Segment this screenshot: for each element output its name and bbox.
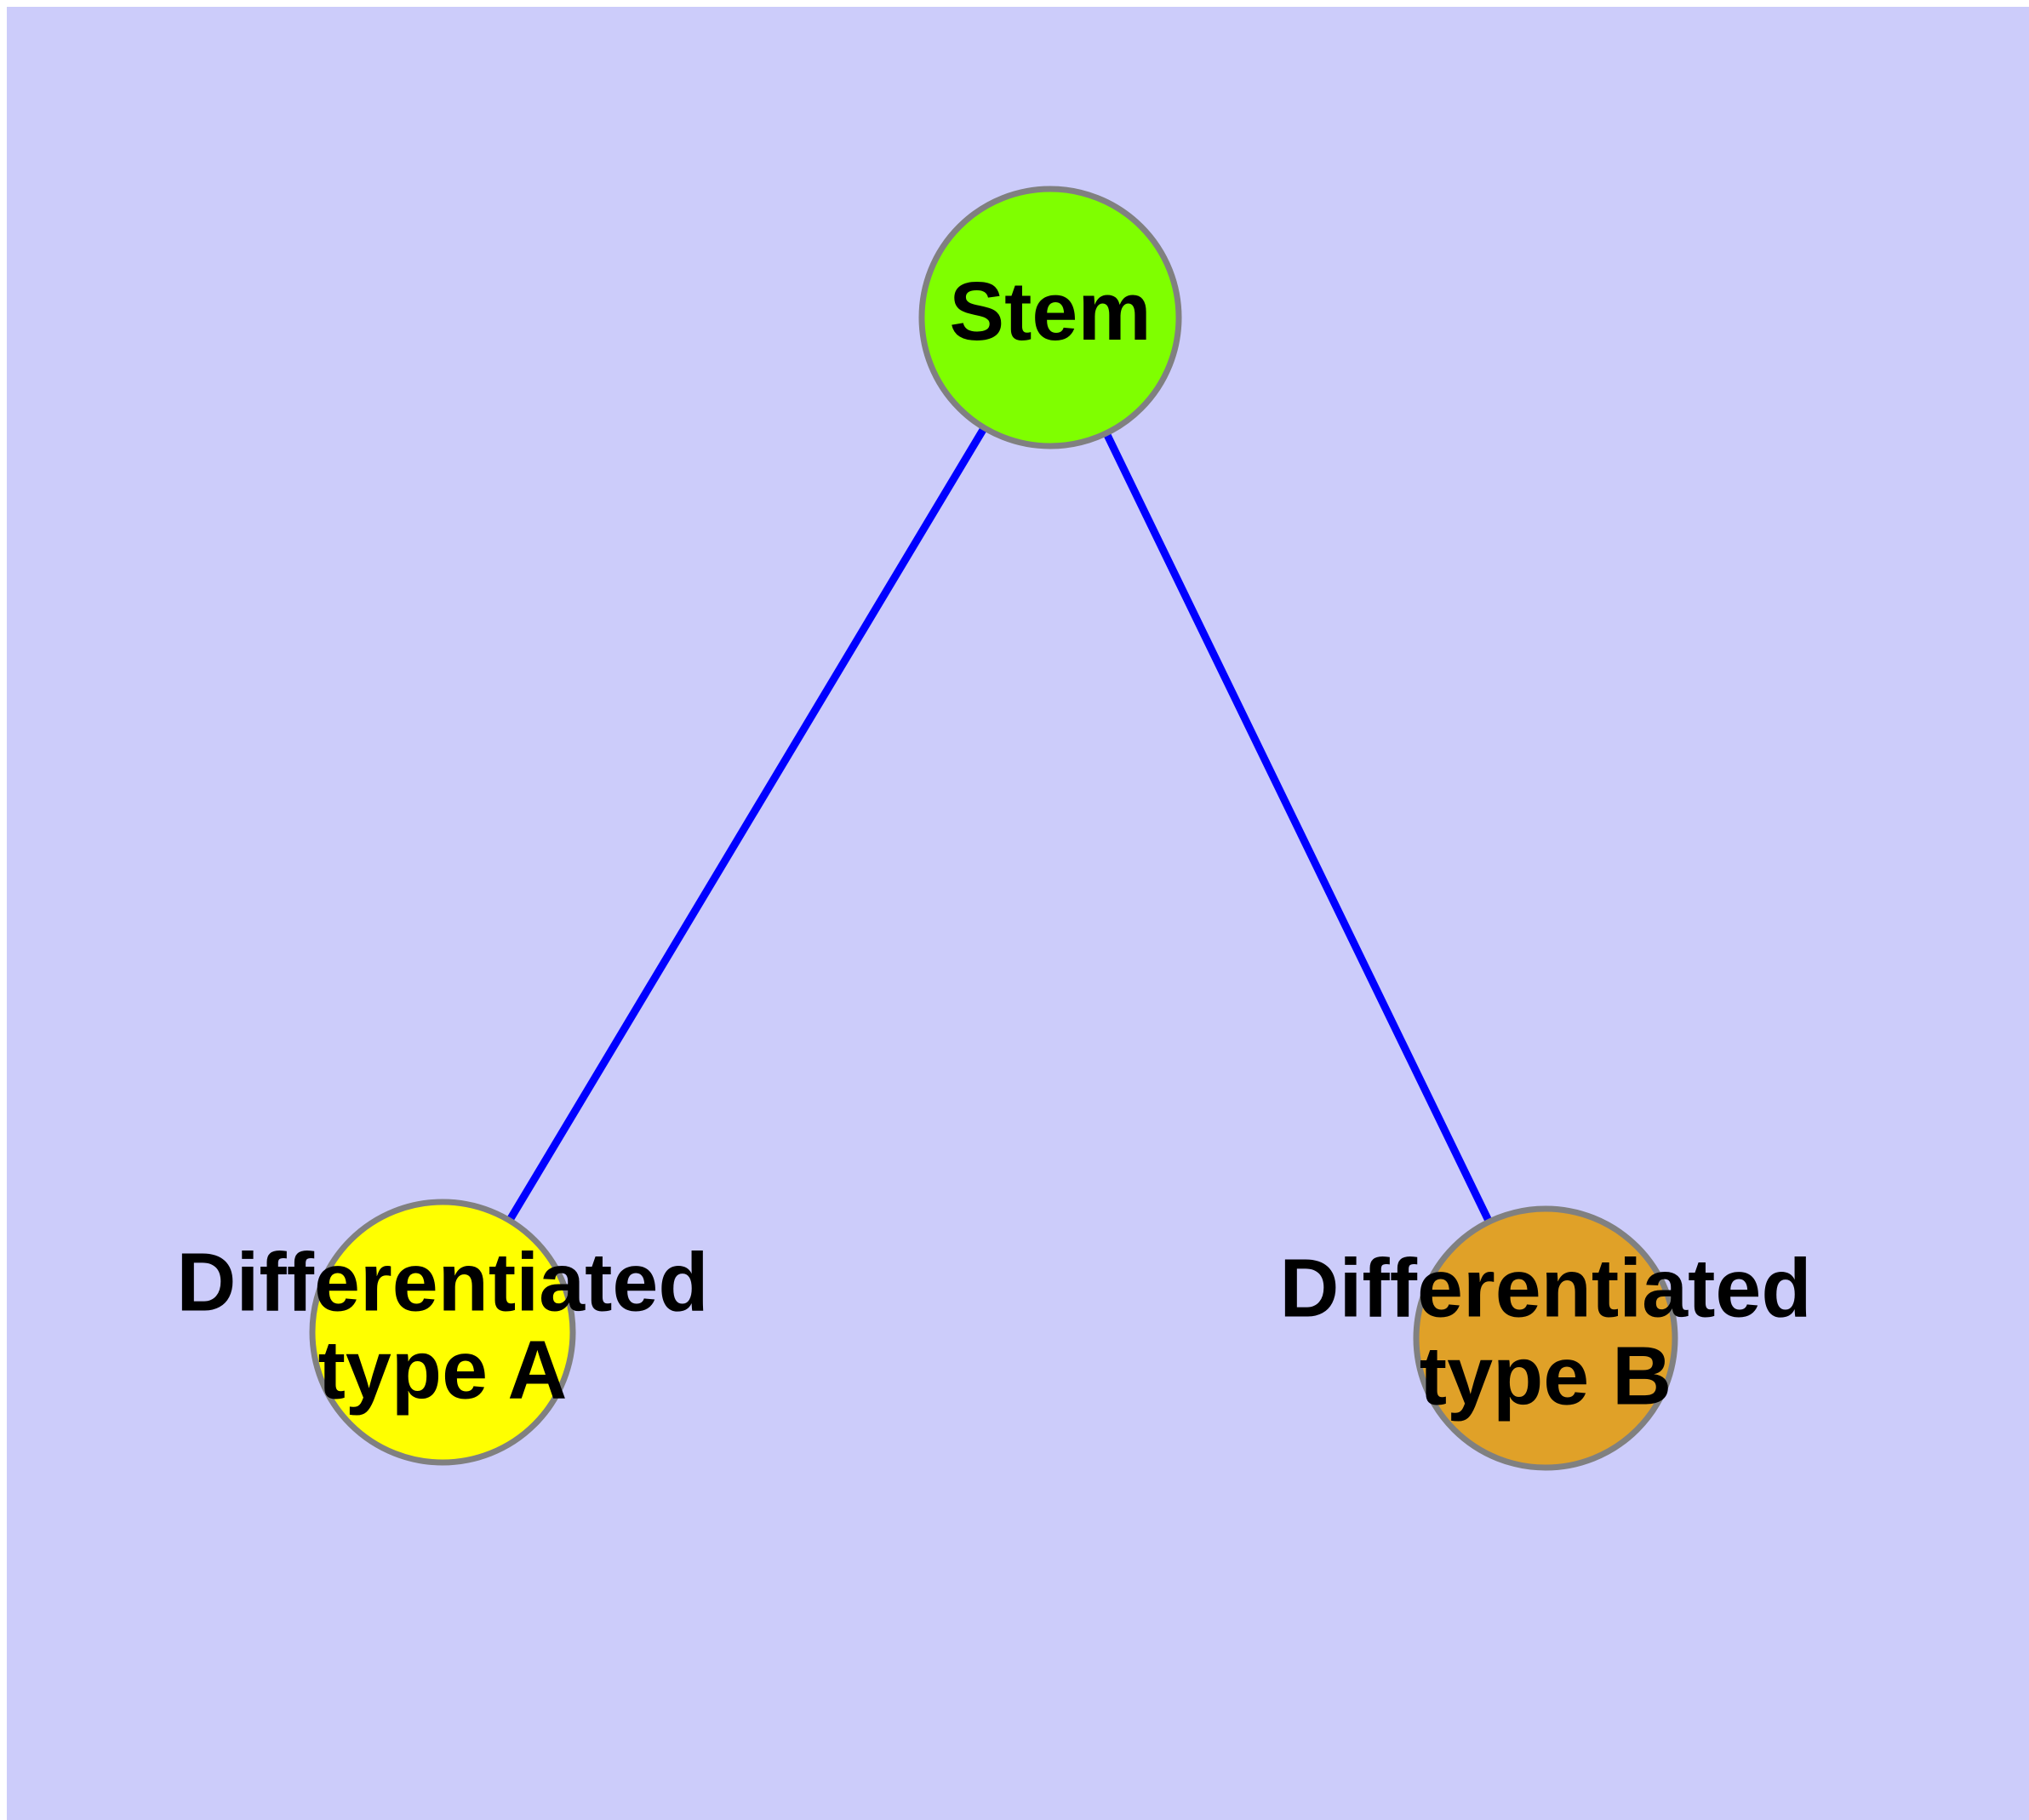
edge-stem-to-differentiated-type-b[interactable] — [1102, 431, 1493, 1224]
edge-stem-to-differentiated-type-a[interactable] — [506, 426, 988, 1223]
node-differentiated-type-a-label-line: type A — [318, 1323, 568, 1416]
node-differentiated-type-b-label-line: type B — [1420, 1329, 1672, 1422]
node-stem[interactable]: Stem — [918, 186, 1182, 449]
node-differentiated-type-a-label-line: Differentiated — [176, 1235, 708, 1328]
node-differentiated-type-b-label-line: Differentiated — [1279, 1241, 1811, 1334]
node-differentiated-type-b-circle[interactable] — [1413, 1205, 1678, 1471]
node-differentiated-type-a-circle[interactable] — [309, 1199, 576, 1466]
node-stem-circle[interactable] — [918, 186, 1182, 449]
node-stem-label: Stem — [949, 265, 1151, 358]
edge-layer — [506, 426, 1493, 1224]
node-stem-label-line: Stem — [949, 265, 1151, 358]
